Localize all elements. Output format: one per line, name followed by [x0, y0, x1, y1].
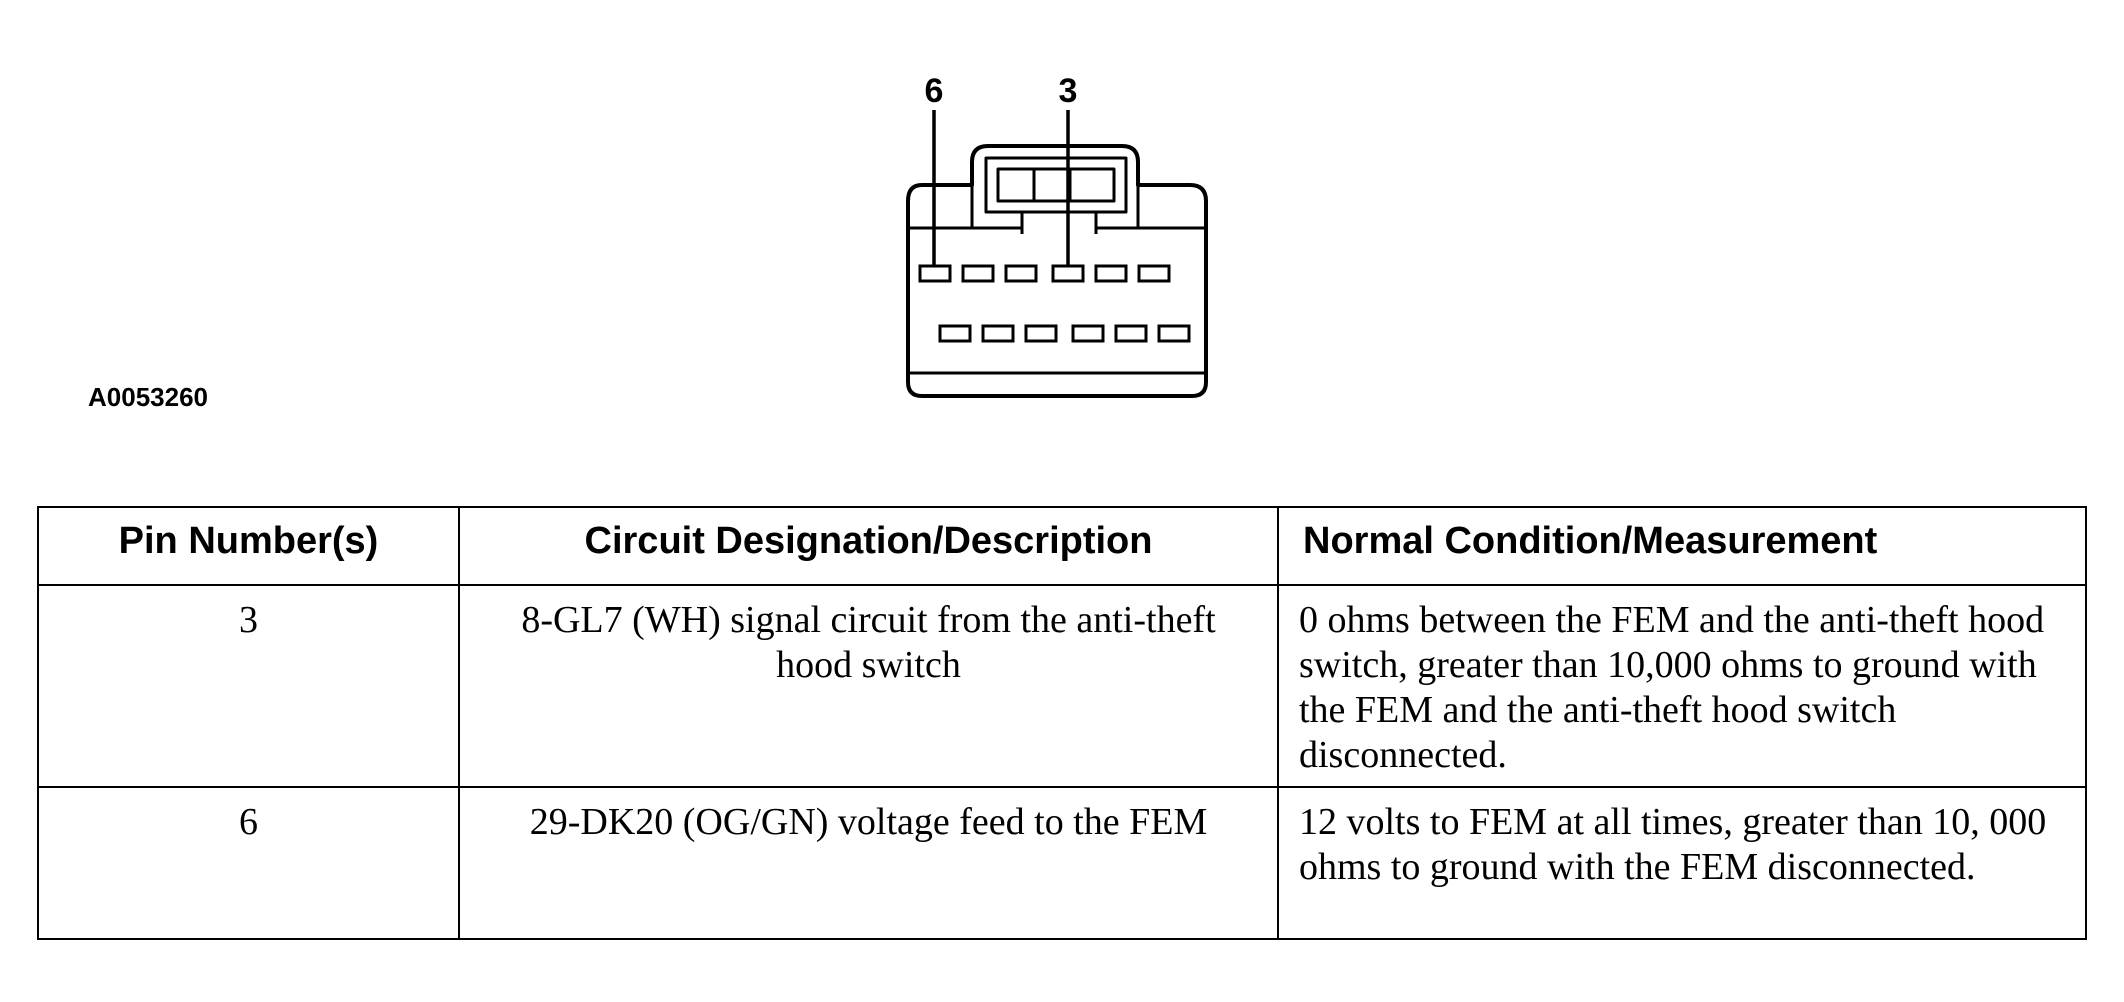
callout-label-6: 6	[925, 72, 944, 110]
pin-table: Pin Number(s) Circuit Designation/Descri…	[37, 506, 2087, 940]
cell-measurement: 0 ohms between the FEM and the anti-thef…	[1277, 584, 2087, 788]
pin-cavity-top-5	[1094, 264, 1128, 283]
pin-cavity-bottom-6	[1157, 324, 1191, 343]
callout-label-3: 3	[1059, 72, 1078, 110]
connector-face-drawing: 6 3	[906, 72, 1208, 398]
table-header-row: Pin Number(s) Circuit Designation/Descri…	[37, 506, 2087, 586]
header-pin-number: Pin Number(s)	[37, 506, 460, 586]
locking-tab-outer	[984, 156, 1128, 214]
pin-cavity-bottom-1	[938, 324, 972, 343]
pin-cavity-top-4	[1051, 264, 1085, 283]
pin-cavity-bottom-3	[1024, 324, 1058, 343]
pin-cavity-top-1	[918, 264, 952, 283]
pin-cavity-bottom-5	[1114, 324, 1148, 343]
header-circuit: Circuit Designation/Description	[458, 506, 1279, 586]
cell-circuit: 8-GL7 (WH) signal circuit from the anti-…	[458, 584, 1279, 788]
cell-circuit: 29-DK20 (OG/GN) voltage feed to the FEM	[458, 786, 1279, 940]
pin-cavity-top-6	[1137, 264, 1171, 283]
pin-cavity-top-2	[961, 264, 995, 283]
header-measurement: Normal Condition/Measurement	[1277, 506, 2087, 586]
figure-id: A0053260	[88, 382, 208, 412]
pin-cavity-bottom-2	[981, 324, 1015, 343]
connector-outline	[906, 144, 1208, 398]
cell-pin: 3	[37, 584, 460, 788]
table-row: 3 8-GL7 (WH) signal circuit from the ant…	[37, 584, 2087, 788]
cell-measurement: 12 volts to FEM at all times, greater th…	[1277, 786, 2087, 940]
locking-tab-inner	[996, 167, 1116, 203]
table-row: 6 29-DK20 (OG/GN) voltage feed to the FE…	[37, 786, 2087, 940]
connector-diagram: 6 3	[0, 0, 2124, 420]
pin-cavity-top-3	[1004, 264, 1038, 283]
pin-cavity-bottom-4	[1071, 324, 1105, 343]
cell-pin: 6	[37, 786, 460, 940]
